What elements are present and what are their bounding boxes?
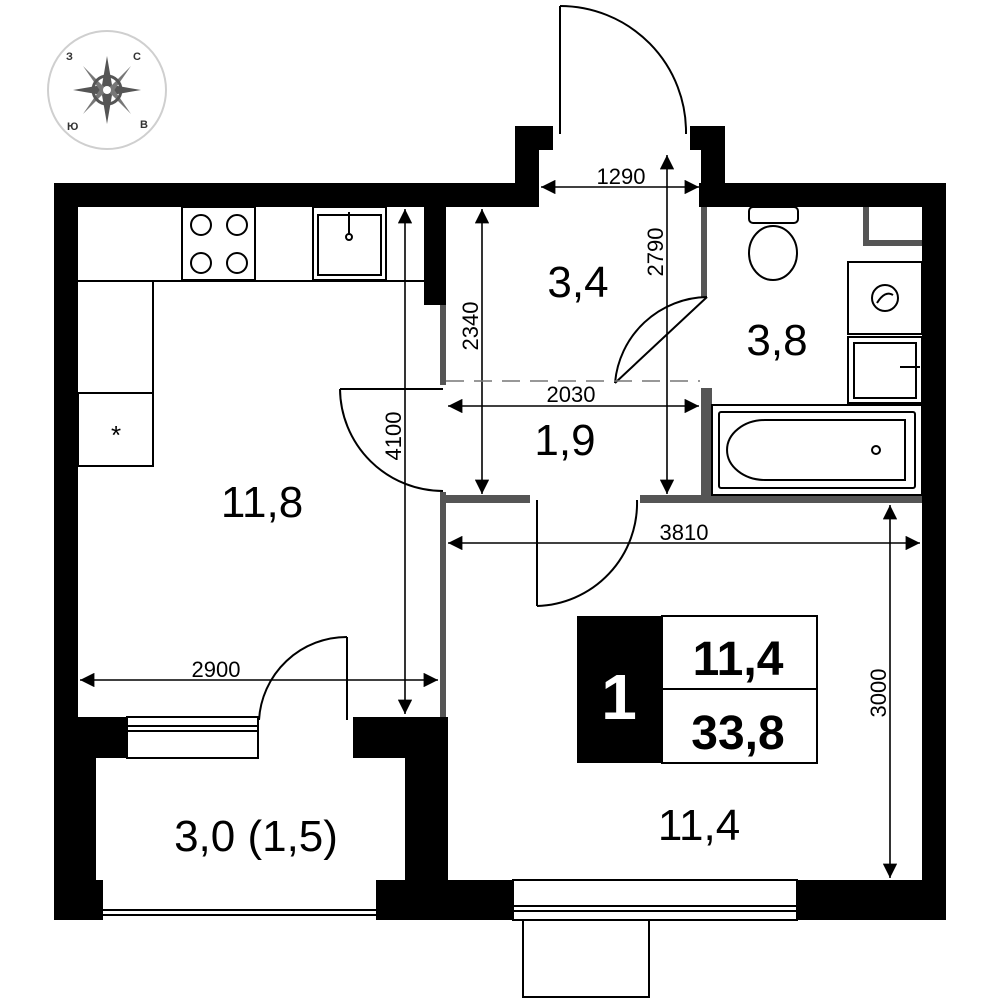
balcony-ledge	[522, 919, 650, 998]
toilet-icon	[748, 206, 799, 281]
stove-icon	[181, 206, 256, 281]
bedroom-length-dimension: 3000	[866, 669, 891, 718]
balcony-glazing	[103, 909, 376, 916]
balcony-door[interactable]	[258, 635, 348, 721]
corridor-width-dimension: 2030	[547, 382, 596, 407]
bedroom-door[interactable]	[536, 499, 639, 607]
kitchen-area-label: 11,8	[221, 478, 303, 527]
compass-west-label: З	[66, 51, 73, 63]
compass-rose-icon: С З Ю В	[47, 30, 167, 150]
hall-area-label: 3,4	[547, 258, 608, 307]
bedroom-width-dimension: 3810	[660, 520, 709, 545]
hall-height-dimension: 2340	[458, 302, 483, 351]
bedroom-window	[512, 879, 798, 921]
total-area-value: 33,8	[691, 707, 784, 760]
hall-length-dimension: 2790	[643, 228, 668, 277]
bathroom-area-label: 3,8	[746, 316, 807, 365]
entrance-door[interactable]	[559, 5, 688, 135]
kitchen-width-dimension: 2900	[192, 657, 241, 682]
kitchen-sink-icon	[312, 206, 387, 281]
compass-east-label: В	[140, 119, 148, 131]
svg-text:*: *	[111, 420, 121, 450]
exterior-walls	[54, 126, 946, 920]
bathroom-sink-icon	[847, 336, 923, 404]
summary-badge: 1 11,4 33,8	[577, 615, 818, 764]
kitchen-door[interactable]	[339, 388, 444, 492]
compass-south-label: Ю	[67, 121, 78, 133]
interior-partitions	[440, 207, 922, 717]
compass-north-label: С	[133, 51, 141, 63]
kitchen-window	[126, 716, 259, 759]
washing-machine-icon	[847, 261, 923, 335]
bathroom-door[interactable]	[614, 296, 708, 384]
rooms-count: 1	[601, 661, 637, 733]
dimension-lines	[80, 155, 920, 878]
bathtub-icon	[711, 404, 923, 496]
balcony-area-label: 3,0 (1,5)	[174, 812, 338, 861]
kitchen-counter	[78, 280, 426, 393]
living-area-value: 11,4	[693, 633, 784, 686]
bedroom-area-label: 11,4	[658, 801, 740, 850]
kitchen-length-dimension: 4100	[381, 412, 406, 461]
hall-width-dimension: 1290	[597, 164, 646, 189]
refrigerator-icon: *	[77, 392, 154, 467]
corridor-area-label: 1,9	[534, 416, 595, 465]
